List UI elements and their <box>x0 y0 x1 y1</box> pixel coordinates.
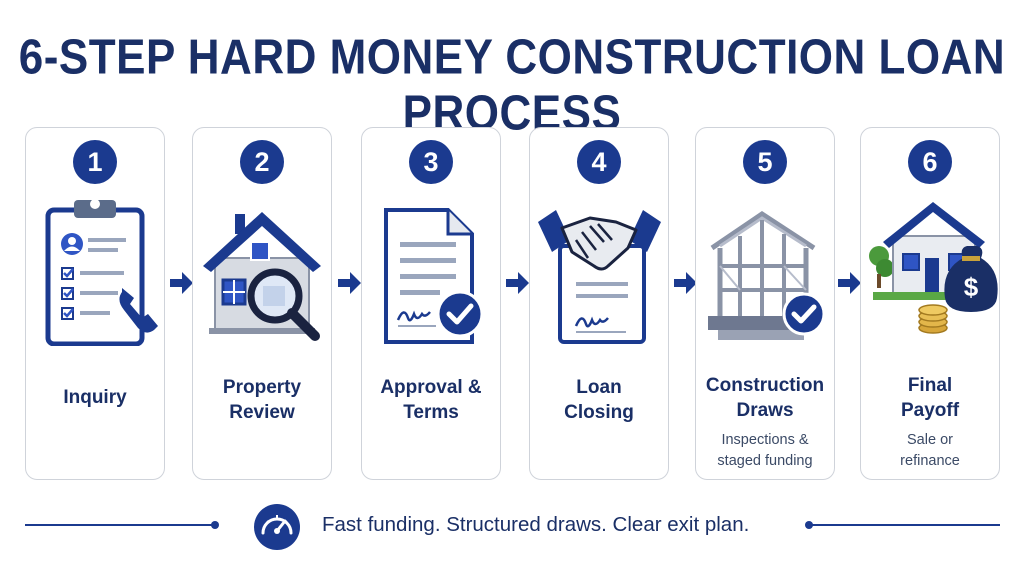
house-money-bag-icon: $ <box>868 202 998 334</box>
step-number-badge: 4 <box>577 140 621 184</box>
step-number-badge: 2 <box>240 140 284 184</box>
house-magnifier-icon <box>202 212 321 341</box>
footer-tagline: Fast funding. Structured draws. Clear ex… <box>322 513 750 536</box>
step-card-2: 2 Property Review <box>192 127 332 480</box>
house-frame-check-icon <box>707 210 825 340</box>
step-subtext-line: refinance <box>900 453 960 469</box>
step-label-line: Review <box>229 402 295 423</box>
step-label-line: Approval & <box>380 377 482 398</box>
step-label-line: Terms <box>403 402 459 423</box>
step-subtext-line: Inspections & <box>721 432 809 448</box>
step-number-badge: 1 <box>73 140 117 184</box>
step-label-line: Loan <box>576 377 622 398</box>
step-number-badge: 6 <box>908 140 952 184</box>
arrow-right-icon <box>338 272 361 294</box>
step-card-4: 4 Loan Closing <box>529 127 669 480</box>
step-card-5: 5 Construction Draws Inspections & stage… <box>695 127 835 480</box>
step-label-line: Final <box>907 375 953 396</box>
footer-divider-left <box>25 524 215 526</box>
step-card-1: 1 Inquiry <box>25 127 165 480</box>
handshake-document-icon <box>537 210 661 344</box>
step-label-line: Property <box>222 377 302 398</box>
step-label-line: Payoff <box>900 400 960 421</box>
footer-divider-dot <box>211 521 219 529</box>
step-number-badge: 3 <box>409 140 453 184</box>
arrow-right-icon <box>506 272 529 294</box>
step-card-6: 6 $ Final Payoff Sale or refinance <box>860 127 1000 480</box>
clipboard-phone-icon <box>45 199 158 346</box>
step-label-line: Construction <box>705 375 825 396</box>
step-label-line: Draws <box>736 400 794 421</box>
document-check-icon <box>384 208 484 344</box>
footer-divider-right <box>810 524 1000 526</box>
arrow-right-icon <box>674 272 697 294</box>
step-number-badge: 5 <box>743 140 787 184</box>
arrow-right-icon <box>838 272 861 294</box>
arrow-right-icon <box>170 272 193 294</box>
step-card-3: 3 Approval & Terms <box>361 127 501 480</box>
speedometer-icon <box>254 504 300 550</box>
footer-divider-dot <box>805 521 813 529</box>
step-subtext-line: Sale or <box>907 432 953 448</box>
step-label-line: Closing <box>564 402 634 423</box>
svg-text:$: $ <box>963 272 978 302</box>
page-title: 6-STEP HARD MONEY CONSTRUCTION LOAN PROC… <box>18 30 1006 141</box>
step-label-line: Inquiry <box>63 387 127 408</box>
step-subtext-line: staged funding <box>717 453 813 469</box>
